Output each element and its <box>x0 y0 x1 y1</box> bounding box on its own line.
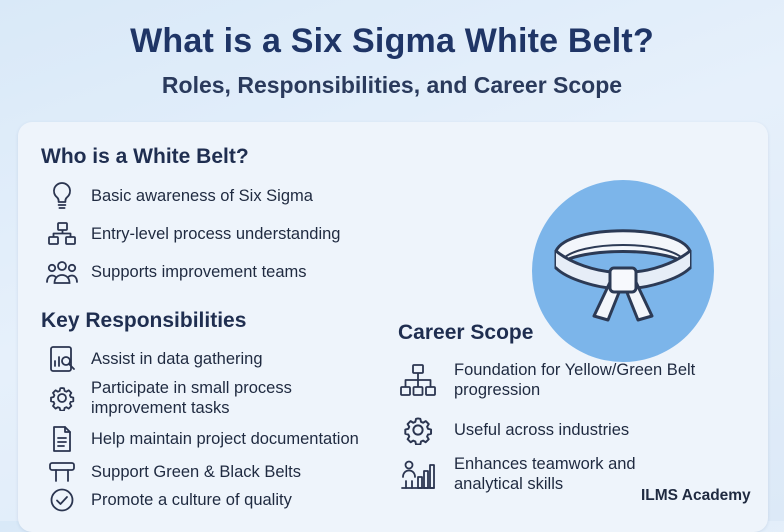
checkmark-icon <box>45 485 79 515</box>
list-item: Promote a culture of quality <box>45 485 292 515</box>
list-item: Entry-level process understanding <box>45 219 340 249</box>
section-title-responsibilities: Key Responsibilities <box>41 309 247 332</box>
gear-icon <box>398 415 438 445</box>
process-flow-icon <box>45 219 79 249</box>
list-item-text: Basic awareness of Six Sigma <box>91 187 313 205</box>
list-item-text: Supports improvement teams <box>91 263 307 281</box>
list-item: Support Green & Black Belts <box>45 457 301 487</box>
support-icon <box>45 457 79 487</box>
hierarchy-icon <box>398 364 438 396</box>
list-item-text: Foundation for Yellow/Green Belt progres… <box>454 361 696 399</box>
list-item: Participate in small process improvement… <box>45 378 341 418</box>
analytics-team-icon <box>398 459 438 489</box>
list-item-text: Entry-level process understanding <box>91 225 341 243</box>
list-item: Basic awareness of Six Sigma <box>45 181 313 211</box>
list-item-text: Help maintain project documentation <box>91 430 359 448</box>
list-item: Assist in data gathering <box>45 344 263 374</box>
list-item: Supports improvement teams <box>45 257 307 287</box>
gear-icon <box>45 383 79 413</box>
list-item: Enhances teamwork and analytical skills <box>398 454 674 494</box>
lightbulb-icon <box>45 181 79 211</box>
data-search-icon <box>45 344 79 374</box>
list-item-text: Promote a culture of quality <box>91 491 292 509</box>
team-icon <box>45 257 79 287</box>
list-item-text: Enhances teamwork and analytical skills <box>454 455 636 493</box>
list-item: Useful across industries <box>398 415 629 445</box>
white-belt-icon <box>548 216 698 326</box>
document-icon <box>45 424 79 454</box>
section-title-who: Who is a White Belt? <box>41 145 249 168</box>
list-item-text: Support Green & Black Belts <box>91 463 302 481</box>
list-item-text: Assist in data gathering <box>91 350 263 368</box>
list-item-text: Participate in small process improvement… <box>91 379 292 417</box>
list-item: Help maintain project documentation <box>45 424 359 454</box>
list-item-text: Useful across industries <box>454 421 630 439</box>
page-title: What is a Six Sigma White Belt? <box>130 22 654 60</box>
belt-illustration <box>532 180 714 362</box>
brand-label: ILMS Academy <box>641 487 751 504</box>
list-item: Foundation for Yellow/Green Belt progres… <box>398 360 704 400</box>
page-subtitle: Roles, Responsibilities, and Career Scop… <box>161 72 623 98</box>
section-title-career: Career Scope <box>398 321 534 344</box>
